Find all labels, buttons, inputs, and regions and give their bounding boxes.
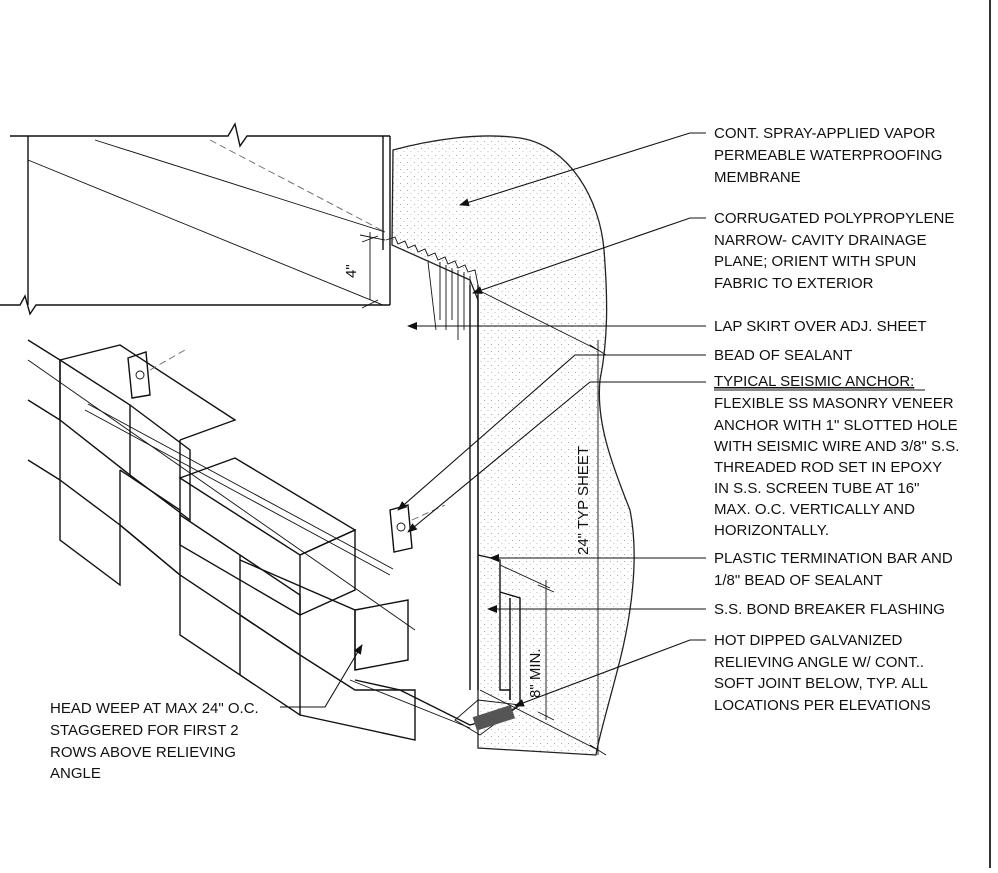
callout-relieving-angle: HOT DIPPED GALVANIZED RELIEVING ANGLE W/… [714, 632, 931, 714]
svg-text:THREADED ROD SET IN EPOXY: THREADED ROD SET IN EPOXY [714, 459, 942, 476]
svg-text:HOT DIPPED GALVANIZED: HOT DIPPED GALVANIZED [714, 632, 903, 649]
callout-lap-skirt: LAP SKIRT OVER ADJ. SHEET [714, 318, 927, 335]
svg-text:RELIEVING ANGLE W/ CONT..: RELIEVING ANGLE W/ CONT.. [714, 654, 924, 671]
callout-bond-breaker: S.S. BOND BREAKER FLASHING [714, 601, 945, 618]
svg-text:FLEXIBLE SS MASONRY VENEER: FLEXIBLE SS MASONRY VENEER [714, 395, 954, 412]
dim-lap: 4" [343, 232, 386, 309]
svg-text:BEAD OF SEALANT: BEAD OF SEALANT [714, 347, 852, 364]
backup-wall [0, 122, 391, 316]
svg-text:MEMBRANE: MEMBRANE [714, 169, 801, 186]
svg-text:SOFT JOINT BELOW, TYP. ALL: SOFT JOINT BELOW, TYP. ALL [714, 675, 928, 692]
svg-text:HORIZONTALLY.: HORIZONTALLY. [714, 522, 829, 539]
svg-text:ANGLE: ANGLE [50, 765, 101, 782]
brick-veneer [27, 339, 416, 741]
callout-sealant-bead: BEAD OF SEALANT [714, 347, 852, 364]
svg-text:1/8" BEAD OF SEALANT: 1/8" BEAD OF SEALANT [714, 572, 883, 589]
svg-text:LOCATIONS PER ELEVATIONS: LOCATIONS PER ELEVATIONS [714, 697, 931, 714]
svg-text:FABRIC TO EXTERIOR: FABRIC TO EXTERIOR [714, 275, 874, 292]
callout-seismic-anchor: TYPICAL SEISMIC ANCHOR: FLEXIBLE SS MASO… [714, 373, 959, 539]
svg-text:PLANE; ORIENT WITH SPUN: PLANE; ORIENT WITH SPUN [714, 253, 916, 270]
callout-drainage: CORRUGATED POLYPROPYLENE NARROW- CAVITY … [714, 210, 954, 292]
svg-text:NARROW- CAVITY DRAINAGE: NARROW- CAVITY DRAINAGE [714, 232, 927, 249]
svg-text:WITH SEISMIC WIRE AND 3/8" S.S: WITH SEISMIC WIRE AND 3/8" S.S. [714, 438, 959, 455]
dim-min: 8" MIN. [499, 564, 555, 721]
svg-text:MAX. O.C. VERTICALLY AND: MAX. O.C. VERTICALLY AND [714, 501, 915, 518]
dim-lap-label: 4" [343, 264, 360, 278]
svg-text:ANCHOR WITH 1" SLOTTED HOLE: ANCHOR WITH 1" SLOTTED HOLE [714, 417, 958, 434]
svg-text:ROWS ABOVE RELIEVING: ROWS ABOVE RELIEVING [50, 744, 236, 761]
dim-sheet: 24" TYP SHEET [477, 289, 607, 756]
callout-termination-bar: PLASTIC TERMINATION BAR AND 1/8" BEAD OF… [714, 550, 953, 589]
seismic-anchor-lower [389, 504, 446, 553]
svg-text:TYPICAL SEISMIC ANCHOR:: TYPICAL SEISMIC ANCHOR: [714, 373, 914, 390]
svg-text:S.S. BOND BREAKER FLASHING: S.S. BOND BREAKER FLASHING [714, 601, 945, 618]
svg-text:CORRUGATED POLYPROPYLENE: CORRUGATED POLYPROPYLENE [714, 210, 954, 227]
svg-text:HEAD WEEP AT MAX 24" O.C.: HEAD WEEP AT MAX 24" O.C. [50, 700, 259, 717]
svg-text:STAGGERED FOR FIRST 2: STAGGERED FOR FIRST 2 [50, 722, 239, 739]
dim-sheet-label: 24" TYP SHEET [575, 446, 592, 555]
seismic-anchor-upper [127, 349, 186, 399]
svg-text:LAP SKIRT OVER ADJ. SHEET: LAP SKIRT OVER ADJ. SHEET [714, 318, 927, 335]
callout-membrane: CONT. SPRAY-APPLIED VAPOR PERMEABLE WATE… [714, 125, 942, 186]
svg-text:PERMEABLE WATERPROOFING: PERMEABLE WATERPROOFING [714, 147, 942, 164]
drainage-plane [385, 236, 479, 690]
callout-head-weep: HEAD WEEP AT MAX 24" O.C. STAGGERED FOR … [50, 700, 259, 782]
dim-min-label: 8" MIN. [527, 649, 544, 699]
leaders [280, 132, 706, 708]
svg-text:IN S.S. SCREEN TUBE AT 16": IN S.S. SCREEN TUBE AT 16" [714, 480, 919, 497]
svg-text:CONT. SPRAY-APPLIED VAPOR: CONT. SPRAY-APPLIED VAPOR [714, 125, 936, 142]
svg-text:PLASTIC TERMINATION BAR AND: PLASTIC TERMINATION BAR AND [714, 550, 953, 567]
